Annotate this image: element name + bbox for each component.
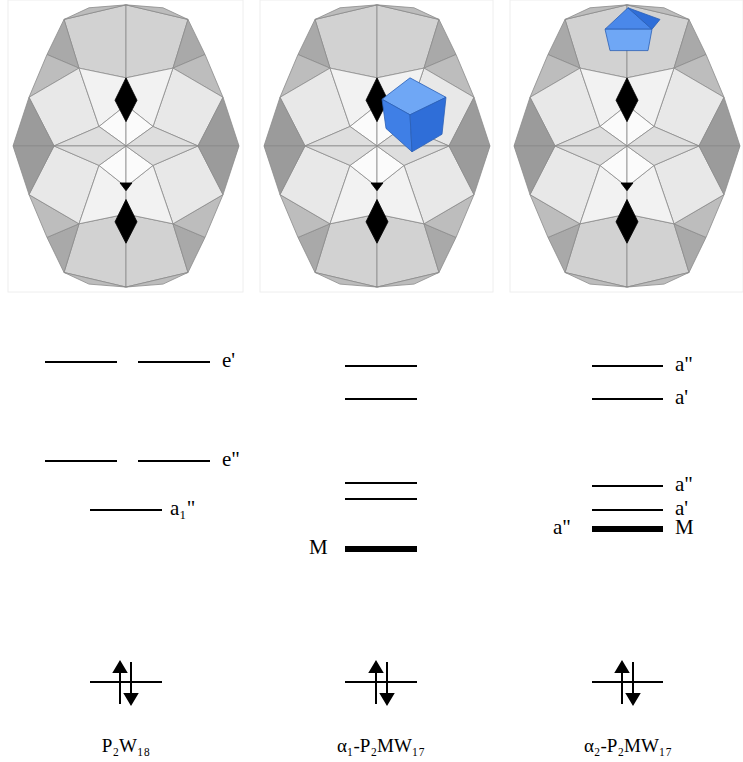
- polyhedron-face: [377, 272, 439, 287]
- polyhedron-face: [449, 97, 490, 146]
- panel-frame: [260, 0, 493, 292]
- level-label: a": [675, 354, 693, 375]
- polyhedron-face: [605, 29, 652, 50]
- metal-level-label: M: [309, 537, 328, 558]
- polyhedron-face: [115, 199, 137, 243]
- polyhedron-face: [514, 146, 555, 195]
- level-label: a': [675, 498, 688, 519]
- polyhedron-face: [371, 183, 383, 191]
- panel-frame: [510, 0, 743, 292]
- polyhedron-face: [305, 126, 377, 145]
- electron-arrows: [114, 662, 639, 704]
- polyhedron-face: [699, 97, 740, 146]
- polyhedron-face: [264, 146, 305, 195]
- energy-levels: [45, 362, 663, 682]
- polyhedron-face: [126, 5, 188, 20]
- polyhedron-face: [555, 126, 627, 145]
- metal-level-label: a": [553, 517, 571, 538]
- polyhedron-face: [621, 183, 633, 191]
- polyhedron-face: [64, 5, 126, 20]
- polyhedron-face: [54, 126, 126, 145]
- level-label: a": [675, 474, 693, 495]
- polyhedron-face: [264, 97, 305, 146]
- polyhedron-face: [126, 272, 188, 287]
- level-label: e": [222, 449, 240, 470]
- polyhedron-face: [377, 5, 439, 20]
- polyhedron-face: [64, 272, 126, 287]
- level-label: M: [675, 517, 694, 538]
- compound-label: α₂-P₂MW₁₇: [584, 736, 672, 755]
- polyhedron-face: [627, 146, 699, 165]
- polyhedron-face: [305, 146, 377, 165]
- polyhedron-face: [514, 97, 555, 146]
- polyhedron-face: [115, 78, 137, 122]
- polyoxometalate-structure: [264, 5, 490, 287]
- polyhedron-face: [699, 146, 740, 195]
- polyhedron-face: [366, 199, 388, 243]
- polyhedron-face: [126, 126, 198, 145]
- polyhedron-face: [628, 8, 660, 29]
- polyhedron-face: [120, 183, 132, 191]
- polyhedron-face: [13, 146, 54, 195]
- level-label: a': [675, 387, 688, 408]
- polyhedron-face: [616, 199, 638, 243]
- polyoxometalate-structure: [514, 5, 740, 287]
- polyhedron-face: [13, 97, 54, 146]
- polyhedron-face: [555, 146, 627, 165]
- polyhedron-face: [382, 99, 412, 152]
- polyhedron-face: [126, 146, 198, 165]
- compound-label: P₂W₁₈: [102, 736, 150, 755]
- compound-label: α₁-P₂MW₁₇: [337, 736, 425, 755]
- level-label: a₁": [170, 498, 195, 519]
- polyhedron-face: [565, 272, 627, 287]
- polyhedron-face: [449, 146, 490, 195]
- level-label: e': [222, 350, 235, 371]
- polyhedron-face: [198, 146, 239, 195]
- panel-frame: [8, 0, 243, 292]
- polyhedron-face: [315, 5, 377, 20]
- polyhedron-face: [616, 78, 638, 122]
- polyhedron-face: [198, 97, 239, 146]
- polyhedron-face: [410, 97, 446, 151]
- polyhedron-face: [315, 272, 377, 287]
- polyoxometalate-structure: [13, 5, 239, 287]
- polyhedron-face: [54, 146, 126, 165]
- polyhedron-face: [627, 126, 699, 145]
- polyhedron-face: [627, 272, 689, 287]
